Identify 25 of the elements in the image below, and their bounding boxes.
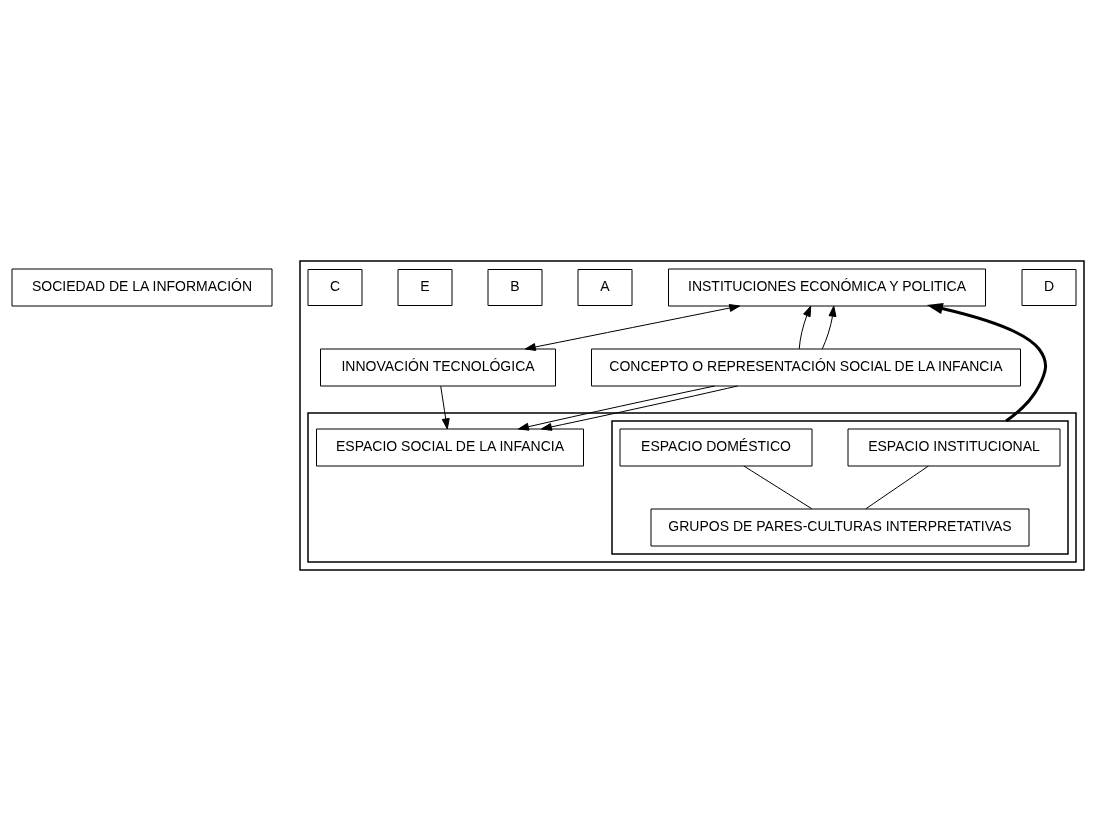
arrow <box>926 303 1047 423</box>
arrow <box>524 304 741 351</box>
node-box: INSTITUCIONES ECONÓMICA Y POLITICA <box>668 268 986 307</box>
node-box: C <box>307 269 363 306</box>
connector <box>743 465 813 510</box>
node-box: D <box>1021 269 1077 306</box>
arrow <box>821 305 837 350</box>
node-box: SOCIEDAD DE LA INFORMACIÓN <box>11 268 273 307</box>
arrow <box>798 305 812 350</box>
arrow <box>517 385 716 431</box>
cluster <box>611 420 1069 555</box>
cluster <box>299 260 1085 571</box>
connector <box>865 465 929 510</box>
node-box: B <box>487 269 543 306</box>
node-box: ESPACIO SOCIAL DE LA INFANCIA <box>316 428 584 467</box>
node-box: A <box>577 269 633 306</box>
node-box: INNOVACIÓN TECNOLÓGICA <box>320 348 556 387</box>
cluster <box>307 412 1077 563</box>
arrow <box>440 385 450 430</box>
node-box: E <box>397 269 453 306</box>
node-box: ESPACIO DOMÉSTICO <box>619 428 813 467</box>
arrow <box>540 385 739 431</box>
node-box: CONCEPTO O REPRESENTACIÓN SOCIAL DE LA INFANCIA <box>591 348 1021 387</box>
node-box: GRUPOS DE PARES-CULTURAS INTERPRETATIVAS <box>650 508 1030 547</box>
node-box: ESPACIO INSTITUCIONAL <box>847 428 1061 467</box>
